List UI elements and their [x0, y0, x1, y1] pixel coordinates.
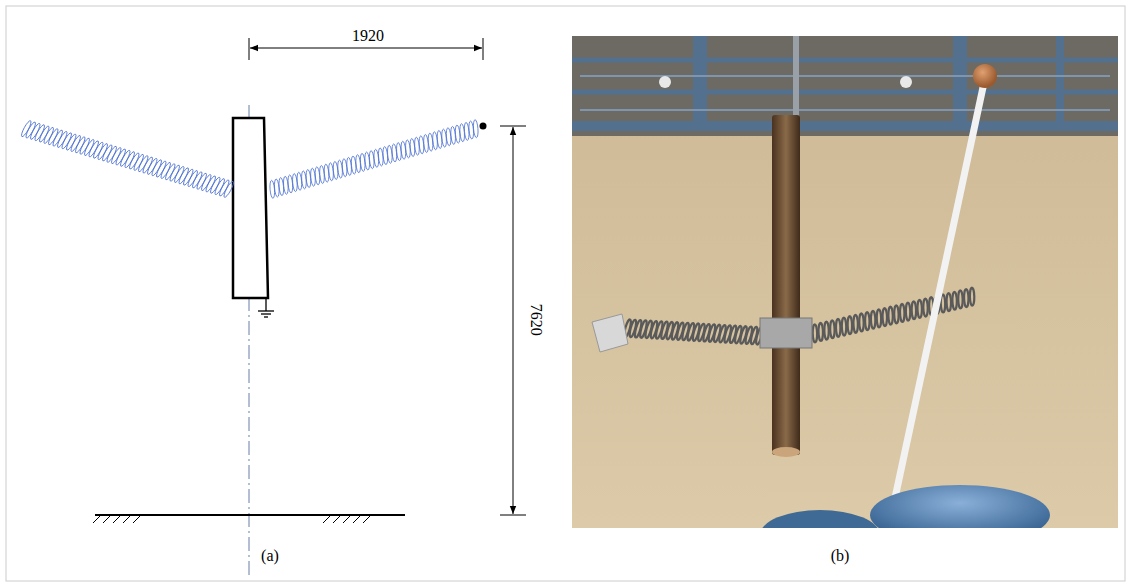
insulator-helix: [20, 120, 235, 199]
dimension-label: 7620: [527, 304, 545, 336]
panel-label: (a): [261, 547, 279, 565]
photo-panel: [572, 36, 1118, 560]
electrode-dot: [480, 123, 487, 130]
ground-symbol: [258, 298, 274, 317]
panel-label: (b): [831, 547, 850, 565]
pole-outline: [233, 118, 268, 298]
insulator-helix: [269, 120, 478, 199]
dimension-7620: [500, 126, 526, 515]
figure-frame: [6, 6, 1125, 581]
dimension-label: 1920: [352, 27, 384, 45]
ground-hatch: [93, 516, 370, 523]
ground-line: [95, 514, 405, 516]
schematic-panel: [20, 38, 526, 578]
